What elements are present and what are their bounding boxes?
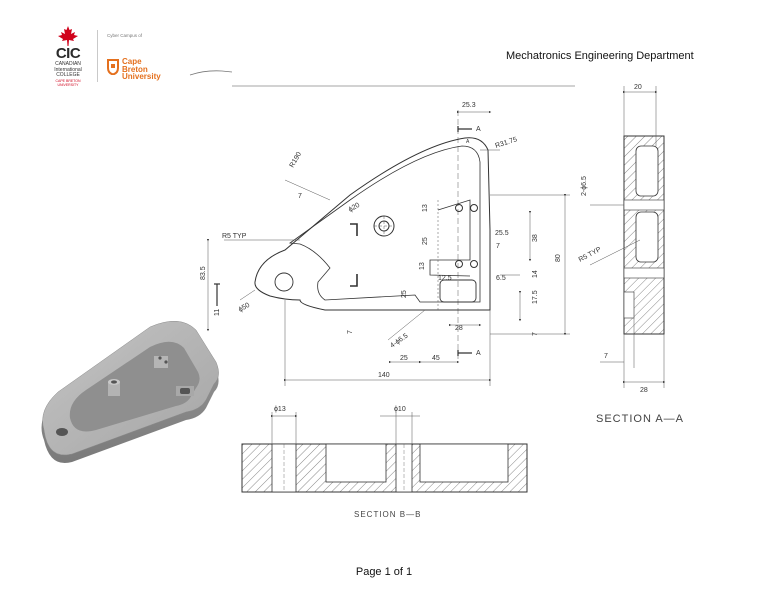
svg-text:R5 TYP: R5 TYP: [222, 233, 247, 240]
svg-text:7: 7: [532, 332, 539, 336]
svg-text:ϕ10: ϕ10: [394, 406, 406, 413]
svg-text:38: 38: [532, 234, 539, 242]
svg-text:28: 28: [640, 387, 648, 394]
svg-text:SECTION A—A: SECTION A—A: [596, 413, 684, 425]
logo-separator: [97, 30, 98, 82]
svg-text:R190: R190: [289, 151, 303, 169]
svg-text:25.5: 25.5: [495, 230, 509, 237]
cbu-shield-icon: [107, 59, 119, 75]
svg-text:R31.75: R31.75: [494, 136, 518, 150]
page-number: Page 1 of 1: [355, 566, 413, 578]
svg-text:4-ϕ6.5: 4-ϕ6.5: [389, 332, 409, 349]
svg-text:14: 14: [532, 270, 539, 278]
top-view: [214, 110, 491, 362]
svg-text:ϕ20: ϕ20: [348, 202, 362, 214]
svg-text:ϕ50: ϕ50: [238, 302, 252, 314]
top-view-labels: 25.3 R190 R31.75 7 ϕ20 13 25 25.5 7 13 1…: [200, 102, 562, 379]
svg-text:7: 7: [347, 330, 354, 334]
college-subtitle: CANADIAN International COLLEGE: [54, 61, 82, 78]
svg-text:7: 7: [496, 243, 500, 250]
svg-text:7: 7: [604, 353, 608, 360]
svg-text:A: A: [476, 350, 481, 357]
svg-text:140: 140: [378, 372, 390, 379]
svg-text:6.5: 6.5: [496, 275, 506, 282]
svg-text:A: A: [466, 139, 470, 145]
top-view-dimensions: [206, 110, 570, 386]
svg-text:R5 TYP: R5 TYP: [578, 246, 603, 264]
svg-text:25: 25: [401, 290, 408, 298]
svg-text:25.3: 25.3: [462, 102, 476, 109]
svg-text:7: 7: [298, 193, 302, 200]
svg-text:25: 25: [422, 237, 429, 245]
cic-logo: CIC CANADIAN International COLLEGE CAPE …: [48, 26, 88, 88]
section-b-view: ϕ13 ϕ10 SECTION B—B: [241, 406, 528, 519]
college-name: CIC: [55, 45, 81, 62]
maple-leaf-icon: [58, 26, 78, 46]
svg-text:83.5: 83.5: [200, 266, 207, 280]
svg-text:17.5: 17.5: [532, 290, 539, 304]
svg-text:28: 28: [455, 325, 463, 332]
svg-text:80: 80: [555, 254, 562, 262]
svg-text:11: 11: [214, 309, 221, 316]
svg-text:2-ϕ6.5: 2-ϕ6.5: [581, 176, 588, 196]
isometric-view: [41, 321, 219, 464]
svg-text:A: A: [476, 126, 481, 133]
department-title: Mechatronics Engineering Department: [506, 50, 694, 62]
svg-text:45: 45: [432, 355, 440, 362]
svg-text:25: 25: [400, 355, 408, 362]
college-tagline: CAPE BRETON UNIVERSITY: [55, 79, 81, 87]
university-name: Cape Breton University: [122, 57, 161, 81]
section-a-view: 20 2-ϕ6.5 R5 TYP 7 28 SECTION A—A: [578, 84, 684, 425]
svg-text:ϕ13: ϕ13: [274, 406, 286, 413]
campus-of-text: Cyber Campus of: [107, 33, 143, 38]
svg-text:12.5: 12.5: [438, 275, 452, 282]
svg-text:13: 13: [419, 262, 426, 270]
svg-text:SECTION B—B: SECTION B—B: [354, 510, 421, 519]
header-rule: [189, 70, 575, 87]
svg-text:20: 20: [634, 84, 642, 91]
svg-text:13: 13: [422, 204, 429, 212]
